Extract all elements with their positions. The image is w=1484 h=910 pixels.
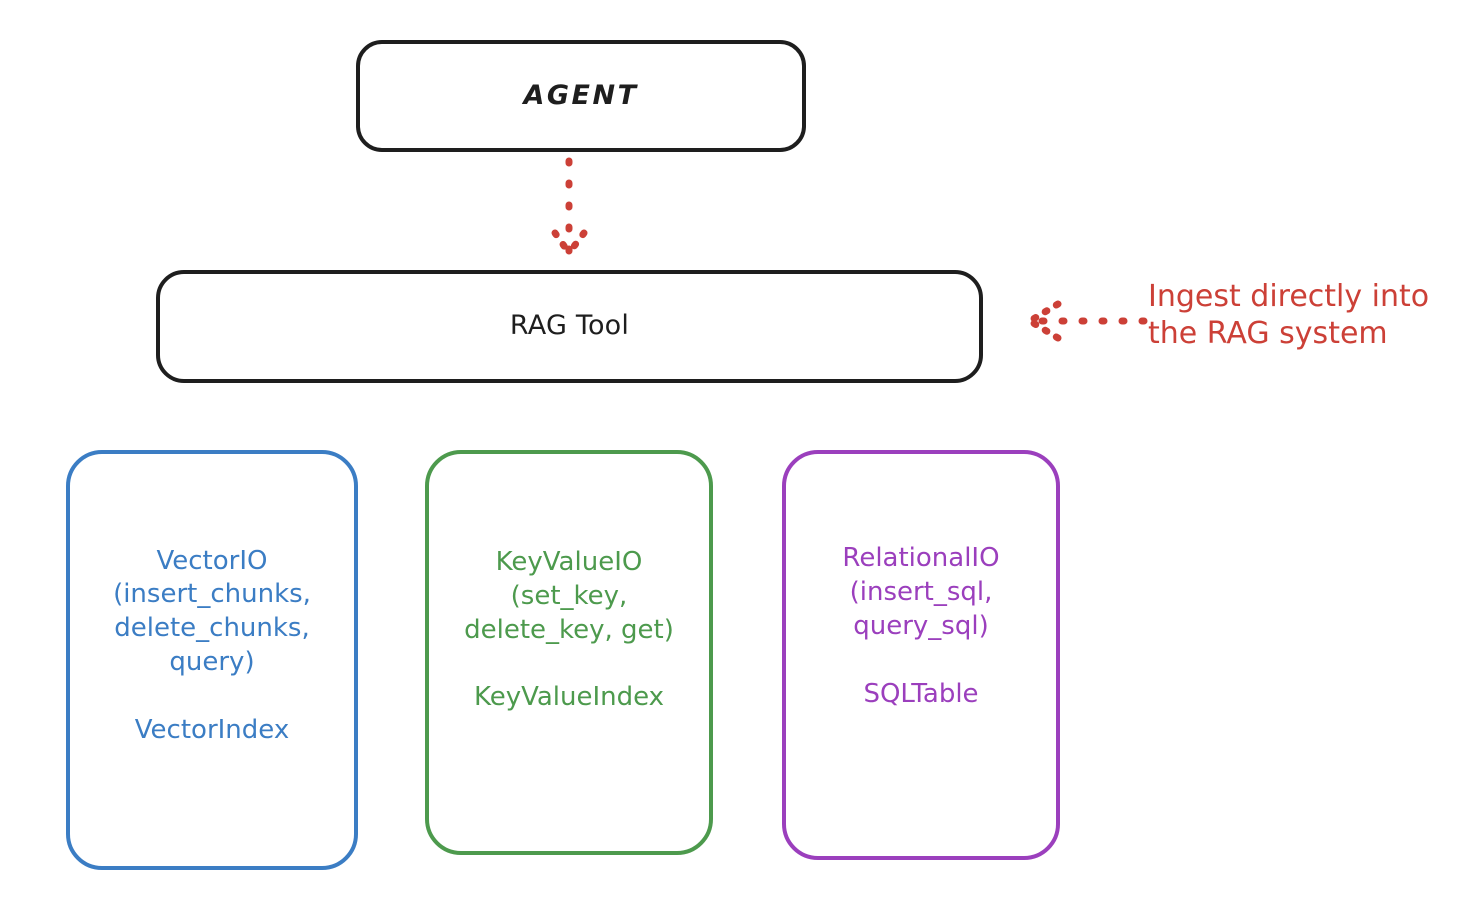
agent-to-rag-arrow-icon	[551, 157, 588, 257]
node-rag-tool-label: RAG Tool	[509, 310, 630, 342]
node-rag-tool[interactable]: RAG Tool	[156, 270, 983, 383]
key-value-io-api-label: KeyValueIO (set_key, delete_key, get)	[464, 546, 674, 645]
node-relational-io[interactable]: RelationalIO (insert_sql, query_sql) SQL…	[782, 450, 1060, 860]
node-vector-io[interactable]: VectorIO (insert_chunks, delete_chunks, …	[66, 450, 358, 870]
node-agent[interactable]: AGENT	[356, 40, 806, 152]
vector-io-api-label: VectorIO (insert_chunks, delete_chunks, …	[113, 545, 311, 677]
ingest-arrow-icon	[1026, 300, 1148, 342]
node-key-value-io[interactable]: KeyValueIO (set_key, delete_key, get) Ke…	[425, 450, 713, 855]
key-value-io-index-label: KeyValueIndex	[473, 682, 665, 713]
vector-io-content: VectorIO (insert_chunks, delete_chunks, …	[80, 545, 344, 748]
relational-io-api-label: RelationalIO (insert_sql, query_sql)	[842, 543, 1000, 641]
vector-io-index-label: VectorIndex	[134, 714, 290, 745]
node-agent-label: AGENT	[523, 79, 639, 111]
relational-io-content: RelationalIO (insert_sql, query_sql) SQL…	[796, 542, 1046, 711]
ingest-annotation-text: Ingest directly into the RAG system	[1148, 279, 1430, 352]
relational-io-index-label: SQLTable	[863, 678, 979, 709]
key-value-io-content: KeyValueIO (set_key, delete_key, get) Ke…	[439, 546, 699, 715]
